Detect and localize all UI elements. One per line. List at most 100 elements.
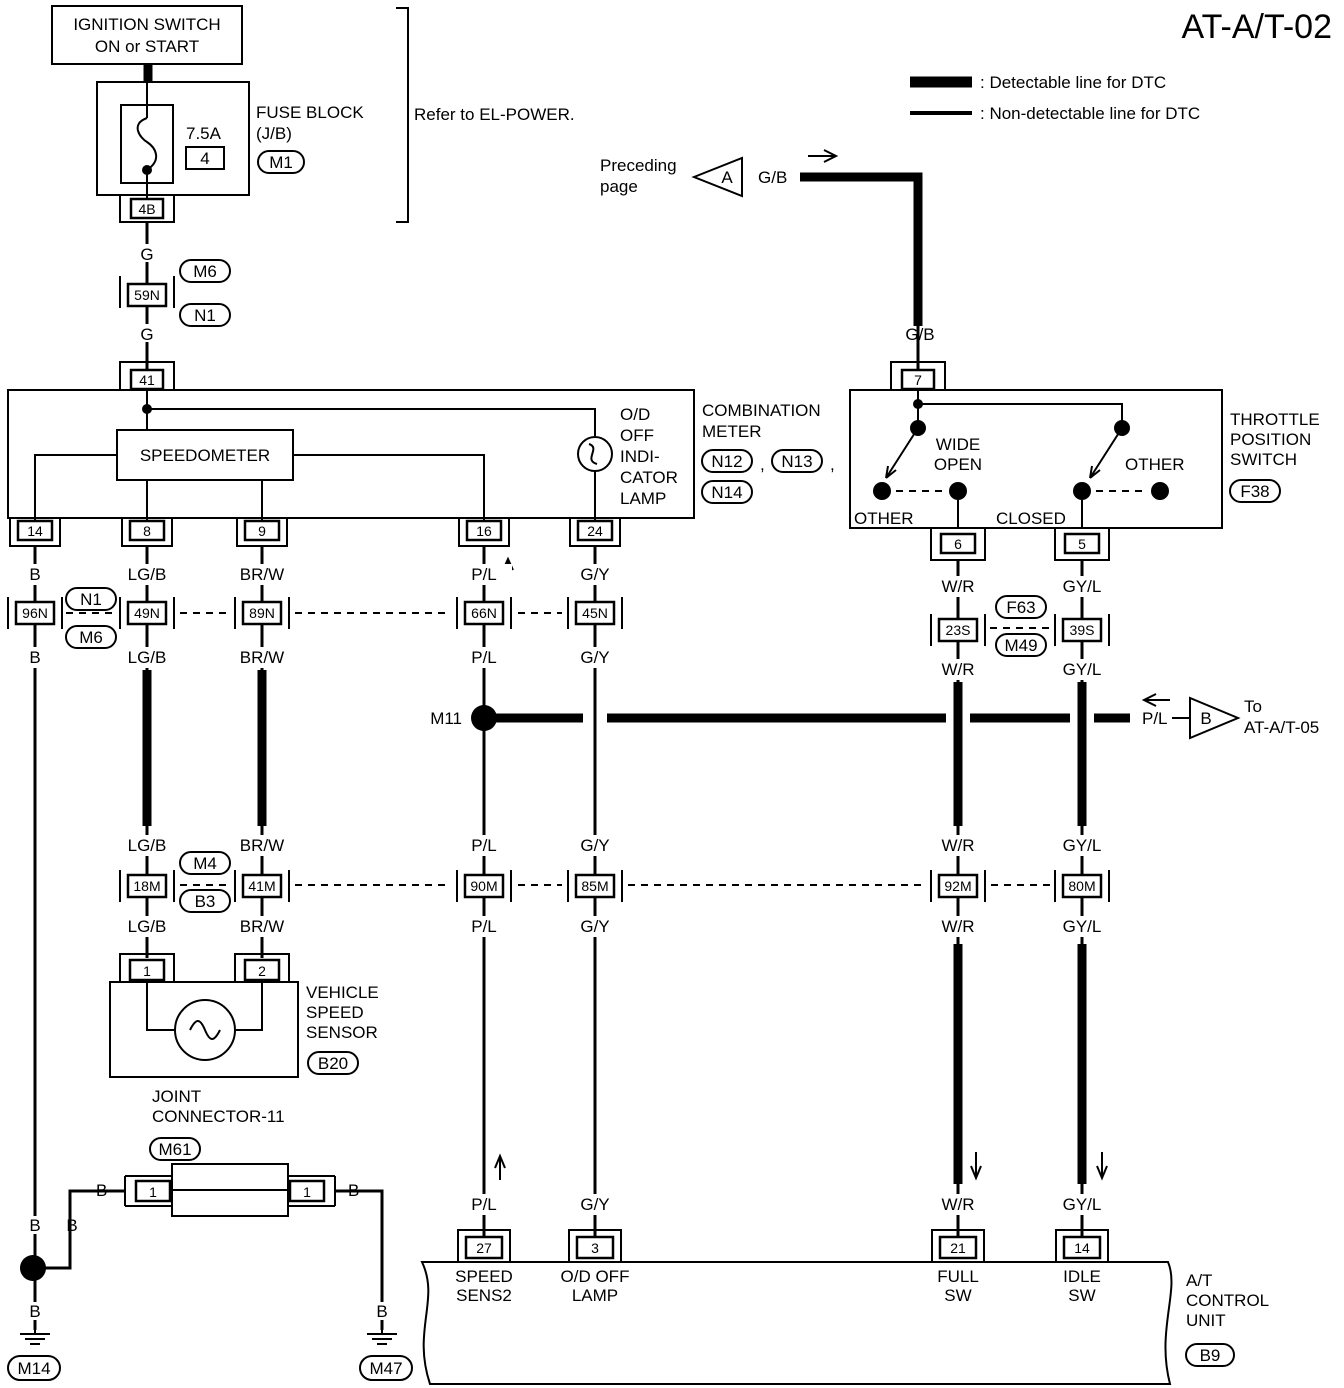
connector-pin: 49N bbox=[119, 597, 175, 629]
svg-text:41M: 41M bbox=[248, 878, 275, 894]
svg-text:1: 1 bbox=[143, 963, 151, 979]
vss-label-1: VEHICLE bbox=[306, 983, 379, 1002]
joint-wire-right: B bbox=[348, 1181, 359, 1200]
sensor-coil-icon bbox=[174, 999, 236, 1061]
vehicle-speed-sensor-box bbox=[109, 981, 299, 1078]
tps-label-2: POSITION bbox=[1230, 430, 1311, 449]
tps-label-3: SWITCH bbox=[1230, 450, 1297, 469]
control-unit-pin: 14 bbox=[1055, 1229, 1109, 1262]
meter-terminal-41: 41 bbox=[139, 372, 155, 388]
wire-label: W/R bbox=[941, 917, 974, 936]
connector-pin: 85M bbox=[567, 870, 623, 902]
meter-tag-sep-2: , bbox=[830, 455, 835, 474]
joint-pin-right: 1 bbox=[288, 1175, 336, 1207]
row3-tag-b3: B3 bbox=[195, 892, 216, 911]
ignition-switch-box bbox=[51, 5, 243, 65]
to-page-tag: B bbox=[1200, 709, 1211, 728]
ignition-switch-line2: ON or START bbox=[95, 37, 199, 56]
ground-splice bbox=[20, 1255, 46, 1281]
vss-label-3: SENSOR bbox=[306, 1023, 378, 1042]
vss-pin-2: 2 bbox=[234, 953, 290, 982]
refer-bracket bbox=[396, 7, 409, 223]
tps-closed: CLOSED bbox=[996, 509, 1066, 528]
wire-g-bottom: G bbox=[140, 325, 153, 344]
vss-tag-b20: B20 bbox=[318, 1054, 348, 1073]
tps-conn-tag-m49: M49 bbox=[1004, 636, 1037, 655]
wire-label: P/L bbox=[471, 917, 497, 936]
fuse-block-label: FUSE BLOCK bbox=[256, 103, 364, 122]
splice-m11 bbox=[471, 705, 497, 731]
wire-label: W/R bbox=[941, 577, 974, 596]
tps-wide-open-2: OPEN bbox=[934, 455, 982, 474]
wire-label: P/L bbox=[471, 836, 497, 855]
tps-pin-5: 5 bbox=[1054, 528, 1110, 561]
preceding-connector-a bbox=[691, 156, 743, 198]
svg-text:1: 1 bbox=[149, 1184, 157, 1200]
svg-text:1: 1 bbox=[303, 1184, 311, 1200]
wire-label: P/L bbox=[471, 1195, 497, 1214]
wire-label: GY/L bbox=[1063, 577, 1102, 596]
preceding-tag: A bbox=[721, 168, 733, 187]
refer-text: Refer to EL-POWER. bbox=[414, 105, 575, 124]
svg-text:5: 5 bbox=[1078, 536, 1086, 552]
ground-right-wire: B bbox=[376, 1302, 387, 1321]
wire-label: G/Y bbox=[580, 565, 609, 584]
svg-text:24: 24 bbox=[587, 523, 603, 539]
to-connector-b bbox=[1189, 696, 1241, 740]
to-page-label-2: AT-A/T-05 bbox=[1244, 718, 1319, 737]
row1-tag-m6: M6 bbox=[79, 628, 103, 647]
joint-label-2: CONNECTOR-11 bbox=[152, 1107, 285, 1126]
control-unit-pin: 21 bbox=[931, 1229, 985, 1262]
tps-other-right: OTHER bbox=[1125, 455, 1185, 474]
svg-text:6: 6 bbox=[954, 536, 962, 552]
tps-wire-in: G/B bbox=[905, 325, 934, 344]
wire-label: GY/L bbox=[1063, 917, 1102, 936]
to-page-wire: P/L bbox=[1142, 709, 1168, 728]
svg-text:92M: 92M bbox=[944, 878, 971, 894]
connector-pin: 39S bbox=[1054, 614, 1110, 646]
meter-tag-n12: N12 bbox=[711, 452, 742, 471]
connector-pin: 89N bbox=[234, 597, 290, 629]
wire-label: BR/W bbox=[240, 836, 284, 855]
connector-pin: 41M bbox=[234, 870, 290, 902]
svg-text:8: 8 bbox=[143, 523, 151, 539]
lamp-label-3: INDI- bbox=[620, 447, 660, 466]
page-title: AT-A/T-02 bbox=[1181, 8, 1332, 46]
tps-tag-f38: F38 bbox=[1240, 482, 1269, 501]
svg-text:49N: 49N bbox=[134, 605, 160, 621]
wire-label: GY/L bbox=[1063, 1195, 1102, 1214]
meter-label-1: COMBINATION bbox=[702, 401, 821, 420]
preceding-wire: G/B bbox=[758, 168, 787, 187]
lamp-label-4: CATOR bbox=[620, 468, 678, 487]
connector-pin: 66N bbox=[456, 597, 512, 629]
tps-pin-6: 6 bbox=[930, 528, 986, 561]
svg-text:16: 16 bbox=[476, 523, 492, 539]
svg-text:3: 3 bbox=[591, 1240, 599, 1256]
arrow-down-icon bbox=[1096, 1152, 1108, 1181]
fuse-amp: 7.5A bbox=[186, 124, 222, 143]
fuse-no: 4 bbox=[200, 149, 209, 168]
legend-non-detectable-label: : Non-detectable line for DTC bbox=[980, 104, 1200, 123]
lamp-label-1: O/D bbox=[620, 405, 650, 424]
legend-detectable-label: : Detectable line for DTC bbox=[980, 73, 1166, 92]
ignition-switch-line1: IGNITION SWITCH bbox=[73, 15, 220, 34]
wire-label: LG/B bbox=[128, 836, 167, 855]
wire-label: G/Y bbox=[580, 1195, 609, 1214]
speedometer-label: SPEEDOMETER bbox=[140, 446, 270, 465]
connector-pin: 80M bbox=[1054, 870, 1110, 902]
pin-label: LAMP bbox=[572, 1286, 618, 1305]
wire-g-top: G bbox=[140, 245, 153, 264]
pin-label: SPEED bbox=[455, 1267, 513, 1286]
wire-label: BR/W bbox=[240, 917, 284, 936]
wire-label: W/R bbox=[941, 660, 974, 679]
connector-pin: 23S bbox=[930, 614, 986, 646]
meter-pin-24: 24 bbox=[569, 518, 621, 547]
wire-label: LG/B bbox=[128, 917, 167, 936]
meter-pin-9: 9 bbox=[236, 518, 288, 547]
pin-label: IDLE bbox=[1063, 1267, 1101, 1286]
fuse-block-jb: (J/B) bbox=[256, 124, 292, 143]
fuse-conn-tag-frame bbox=[257, 150, 305, 174]
fuse-element-icon bbox=[136, 117, 157, 171]
tps-wide-open-1: WIDE bbox=[936, 435, 980, 454]
wire-label: W/R bbox=[941, 836, 974, 855]
